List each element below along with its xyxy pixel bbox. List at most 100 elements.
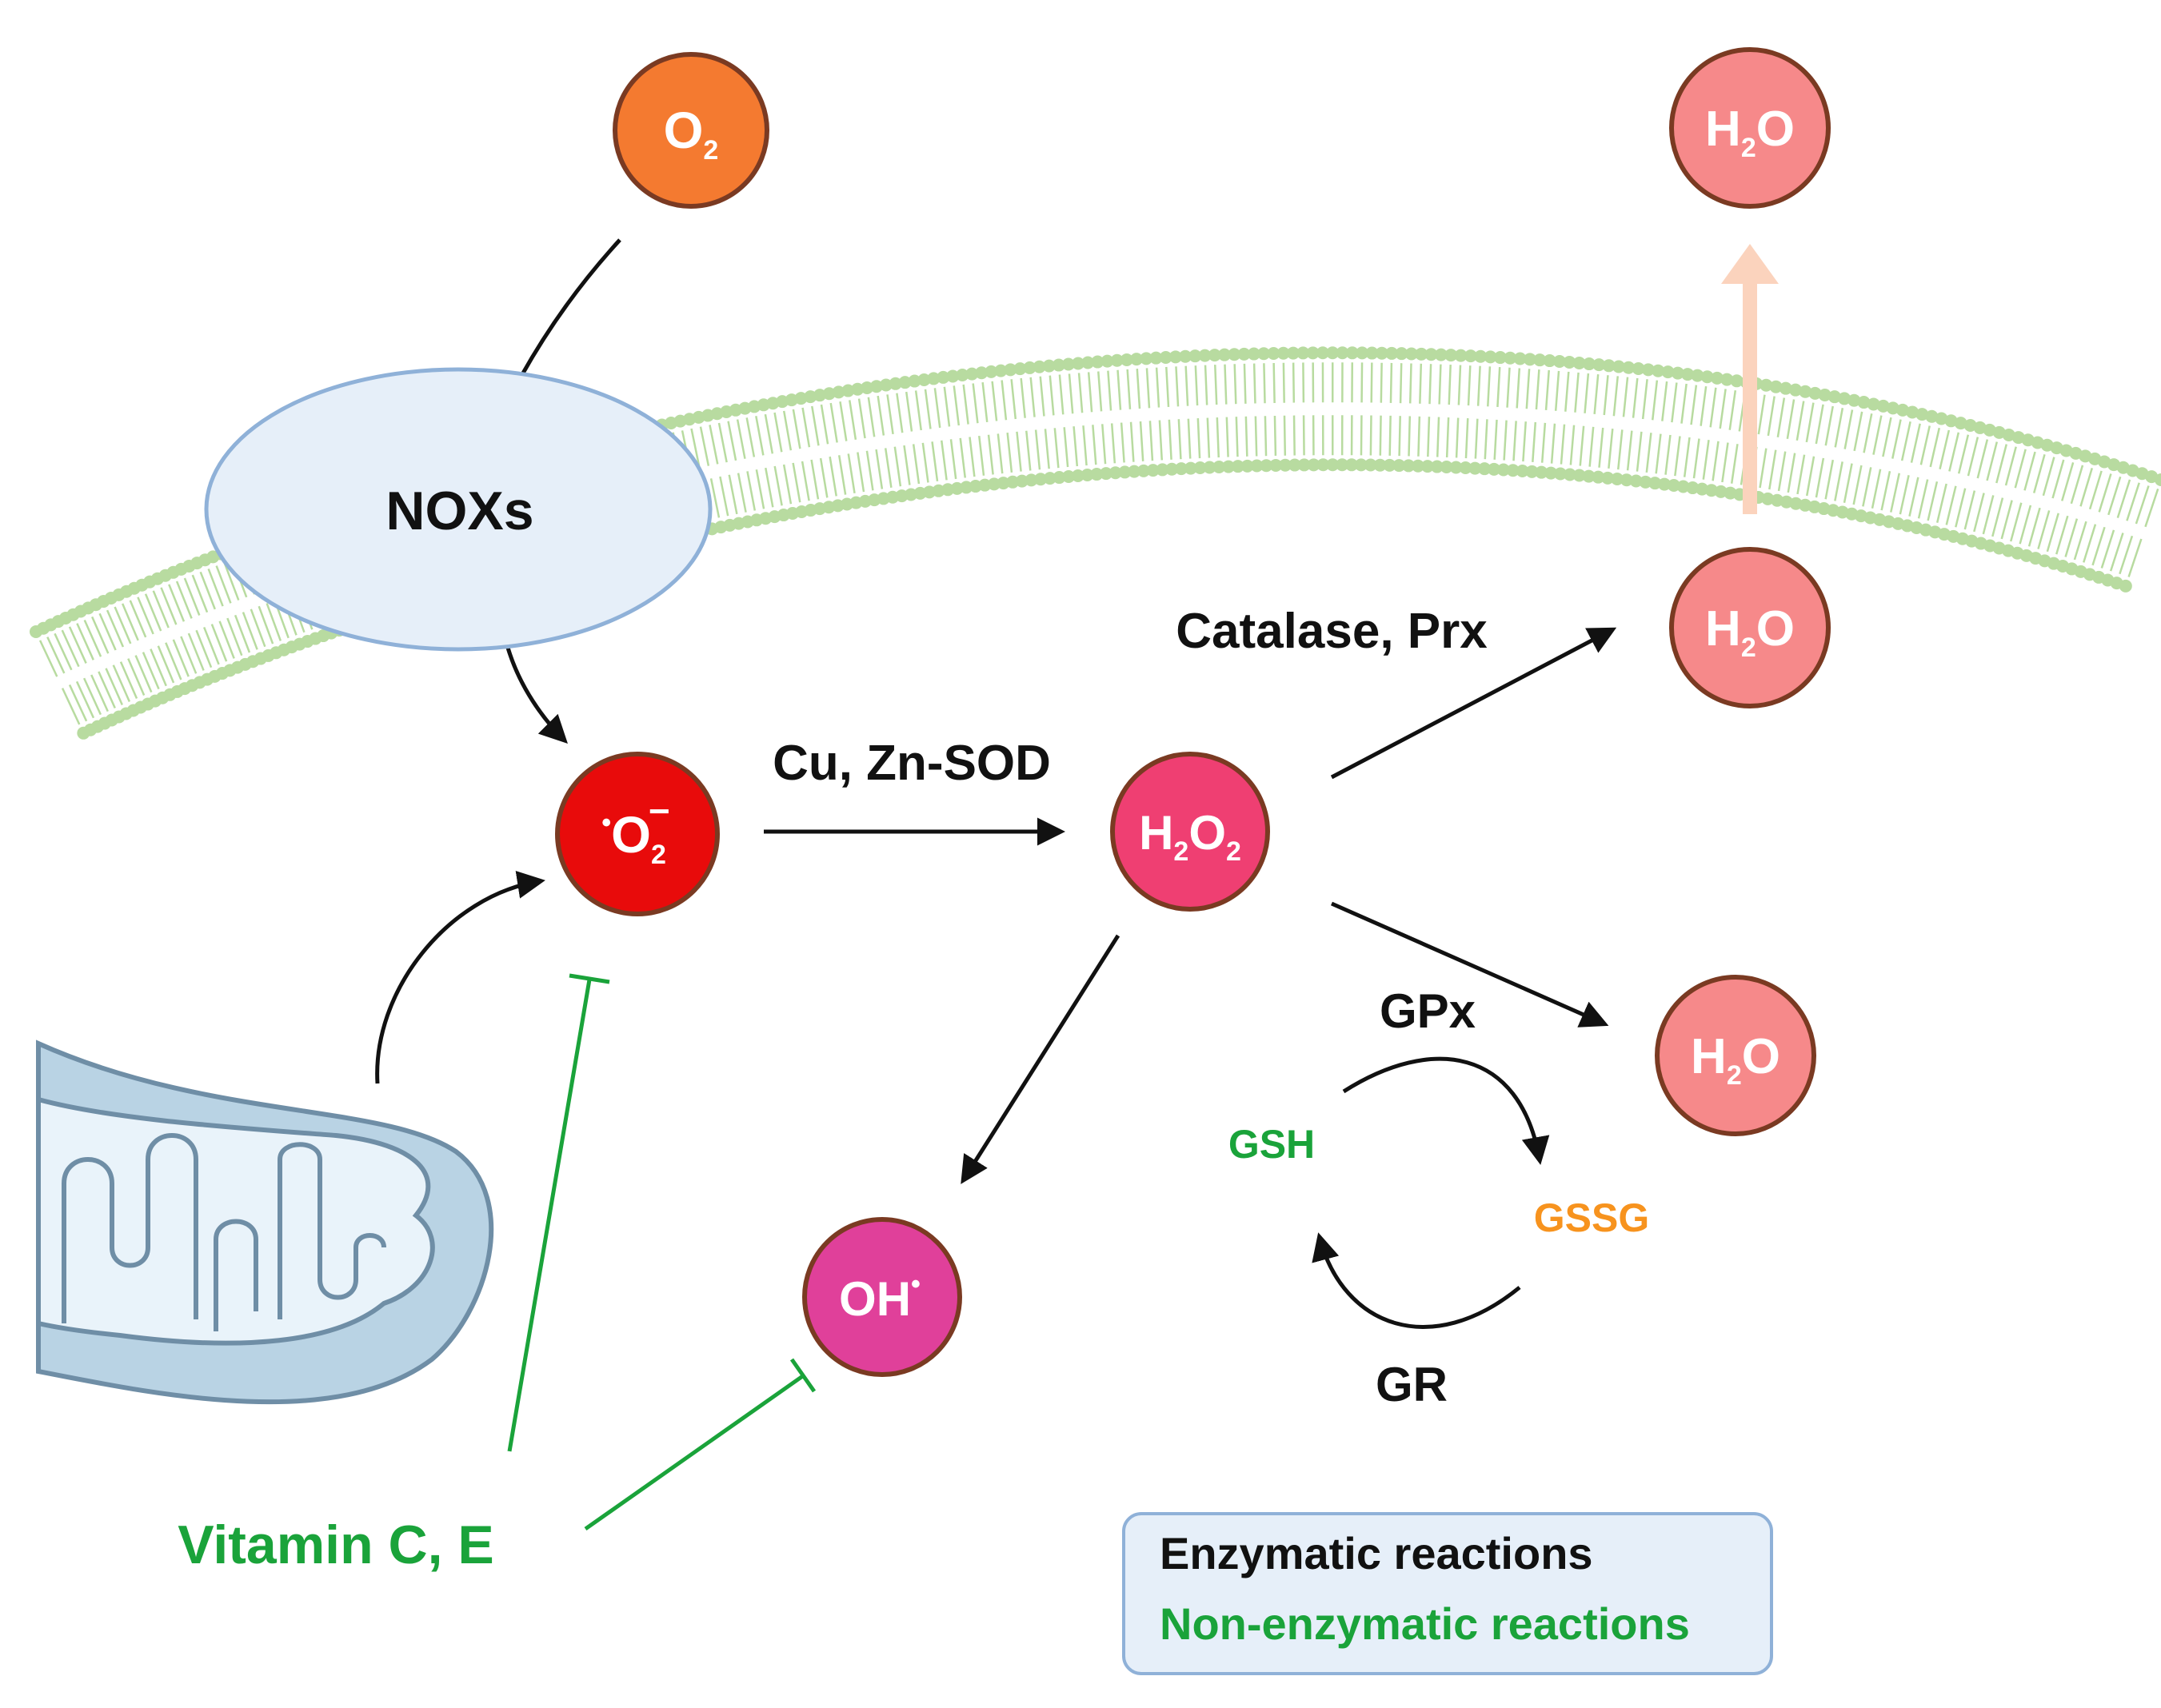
lipid-tail xyxy=(784,411,791,450)
lipid-tail xyxy=(1254,364,1255,404)
lipid-tail xyxy=(2090,471,2102,509)
lipid-tail xyxy=(738,473,746,513)
h2o-gpx-molecule: H2O xyxy=(1657,977,1814,1134)
lipid-tail xyxy=(1643,379,1647,419)
lipid-tail xyxy=(720,477,728,516)
lipid-tail xyxy=(161,588,176,625)
lipid-tail xyxy=(1845,410,1852,449)
lipid-tail xyxy=(2118,480,2130,518)
h2o-catalase-h: H xyxy=(1705,601,1741,656)
lipid-tail xyxy=(54,633,71,669)
lipid-tail xyxy=(2029,508,2040,546)
legend-enzymatic: Enzymatic reactions xyxy=(1160,1528,1593,1578)
lipid-tail xyxy=(1909,477,1918,517)
lipid-tail xyxy=(227,618,242,656)
lipid-tail xyxy=(1968,437,1978,477)
lipid-tail xyxy=(839,455,845,494)
lipid-tail xyxy=(1410,363,1411,403)
lipid-tail xyxy=(197,630,212,667)
lipid-tail xyxy=(1816,458,1823,497)
lipid-tail xyxy=(765,468,773,507)
lipid-tail xyxy=(70,627,86,664)
lipid-tail xyxy=(1244,364,1245,404)
h2o-gpx-h: H xyxy=(1691,1029,1727,1084)
lipid-tail xyxy=(1186,366,1188,406)
lipid-tail xyxy=(158,646,174,683)
lipid-tail xyxy=(1672,382,1676,422)
lipid-tail xyxy=(106,668,122,705)
lipid-tail xyxy=(1083,425,1086,465)
lipid-tail xyxy=(1807,403,1814,442)
lipid-tail xyxy=(2056,516,2067,554)
lipid-tail xyxy=(1647,433,1652,473)
lipid-tail xyxy=(2034,454,2044,493)
lipid-tail xyxy=(1788,453,1795,493)
h2o-catalase-sub: 2 xyxy=(1741,633,1756,663)
lipid-tail xyxy=(1224,365,1226,405)
lipid-tail xyxy=(1179,419,1181,459)
lipid-tail xyxy=(945,387,949,427)
h2o2-sub-o: 2 xyxy=(1226,836,1241,867)
lipid-tail xyxy=(1449,365,1451,405)
lipid-tail xyxy=(1844,464,1852,503)
lipid-tail xyxy=(1102,424,1105,464)
lipid-tail xyxy=(913,444,919,484)
lipid-tail xyxy=(1919,480,1927,519)
lipid-tail xyxy=(1608,429,1612,469)
nox-enzyme: NOXs xyxy=(206,369,710,649)
lipid-tail xyxy=(1873,416,1881,455)
lipid-tail xyxy=(1561,425,1564,465)
lipid-tail xyxy=(1965,491,1975,530)
lipid-tail xyxy=(138,597,153,634)
lipid-tail xyxy=(1778,398,1784,437)
gsh-to-gssg-arrow xyxy=(1344,1059,1540,1159)
lipid-tail xyxy=(2066,519,2077,557)
lipid-tail xyxy=(2080,468,2091,506)
lipid-tail xyxy=(1604,375,1608,415)
lipid-tail xyxy=(1940,430,1949,469)
lipid-tail xyxy=(1730,390,1736,429)
lipid-tail xyxy=(1284,416,1285,456)
lipid-tail xyxy=(1002,381,1006,421)
lipid-tail xyxy=(1031,377,1035,417)
lipid-tail xyxy=(859,399,865,438)
lipid-tail xyxy=(2111,533,2123,572)
lipid-tail xyxy=(2053,460,2064,498)
lipid-tail xyxy=(1026,431,1030,471)
lipid-tail xyxy=(1380,416,1381,456)
lipid-tail xyxy=(821,405,828,444)
lipid-tail xyxy=(47,637,64,673)
lipid-tail xyxy=(1265,416,1266,456)
lipid-tail xyxy=(1532,422,1536,462)
lipid-tail xyxy=(935,388,940,428)
lipid-tail xyxy=(1992,498,2003,537)
lipid-tail xyxy=(709,425,717,464)
lipid-tail xyxy=(954,385,959,425)
vitamin-label: Vitamin C, E xyxy=(178,1514,494,1575)
lipid-tail xyxy=(1428,417,1429,457)
lipid-tail xyxy=(62,688,79,724)
lipid-tail xyxy=(1488,366,1490,406)
lipid-tail xyxy=(1542,423,1545,463)
lipid-tail xyxy=(1437,417,1439,457)
lipid-tail xyxy=(1768,397,1775,436)
h2o-catalase-o: O xyxy=(1756,601,1795,656)
lipid-tail xyxy=(70,684,86,720)
gsh-label: GSH xyxy=(1228,1122,1315,1167)
lipid-tail xyxy=(1883,417,1891,457)
lipid-tail xyxy=(765,414,773,453)
lipid-tail xyxy=(849,453,855,493)
o2-molecule: O2 xyxy=(615,54,767,206)
lipid-tail xyxy=(130,601,146,637)
lipid-tail xyxy=(1788,400,1794,439)
lipid-tail xyxy=(154,591,169,628)
lipid-tail xyxy=(757,469,764,509)
lipid-tail xyxy=(189,633,204,670)
lipid-tail xyxy=(1974,493,1983,532)
lipid-tail xyxy=(1169,420,1172,460)
lipid-tail xyxy=(1198,418,1200,458)
lipid-tail xyxy=(2071,465,2083,504)
lipid-tail xyxy=(1921,425,1930,465)
lipid-tail xyxy=(185,578,199,615)
